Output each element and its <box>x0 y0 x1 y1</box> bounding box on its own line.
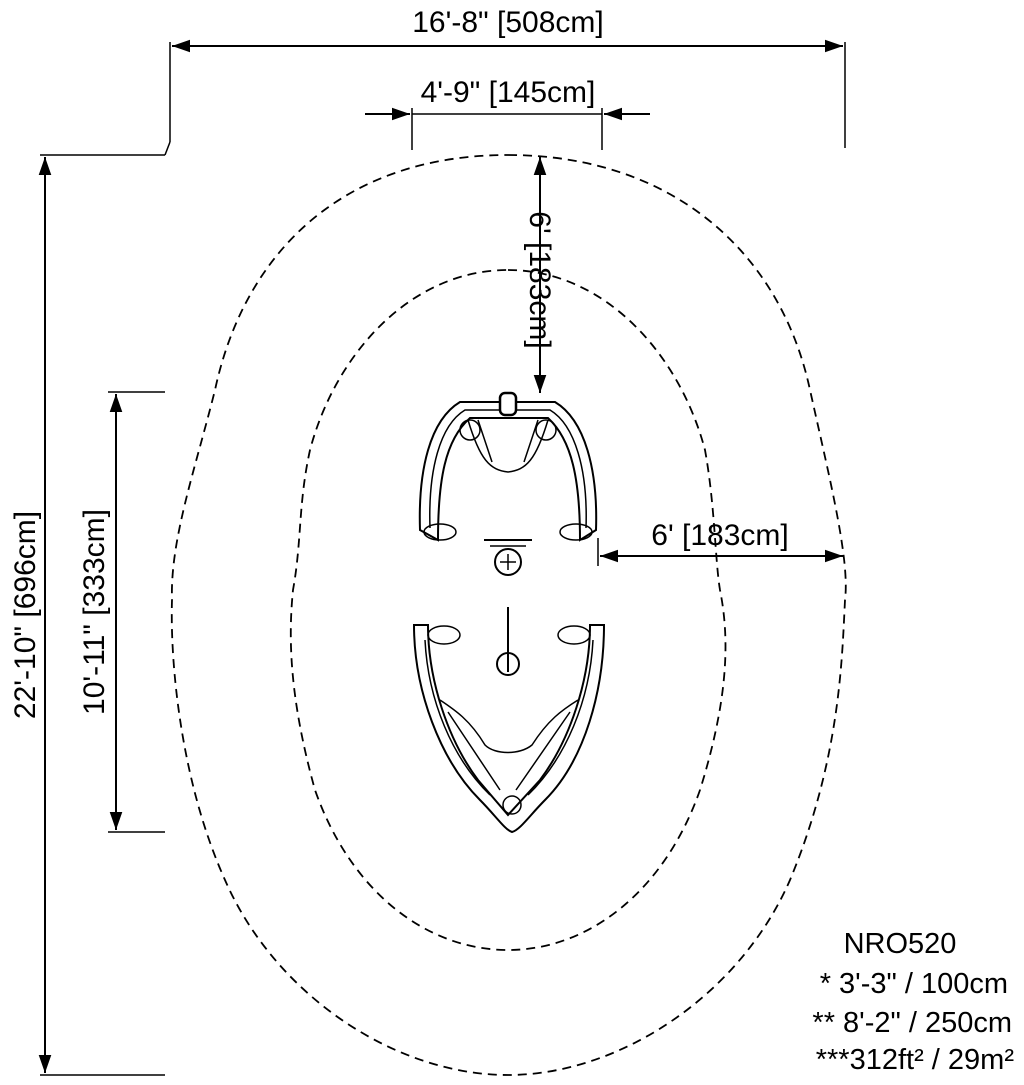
overall-width-dimension: 16'-8" [508cm] <box>40 6 846 156</box>
inner-width-label: 4'-9" [145cm] <box>421 76 596 109</box>
rear-seat-frame <box>418 391 598 542</box>
side-clearance-label: 6' [183cm] <box>651 519 788 552</box>
steering-wheel <box>484 539 532 576</box>
equipment-length-label: 10'-11" [333cm] <box>78 509 111 715</box>
overall-width-label: 16'-8" [508cm] <box>412 6 603 39</box>
side-clearance-dimension: 6' [183cm] <box>597 519 843 566</box>
top-clearance-label: 6' [183cm] <box>523 211 556 348</box>
outer-safety-zone <box>170 154 847 1076</box>
front-boat-frame <box>412 607 606 834</box>
overall-length-label: 22'-10" [696cm] <box>9 511 42 719</box>
model-number: NRO520 <box>844 928 957 960</box>
note-line-3: ***312ft² / 29m² <box>816 1044 1015 1076</box>
overall-length-dimension: 22'-10" [696cm] <box>9 157 165 1076</box>
notes-block: NRO520 * 3'-3" / 100cm ** 8'-2" / 250cm … <box>812 928 1014 1076</box>
inner-width-dimension: 4'-9" [145cm] <box>365 76 650 150</box>
equipment-length-dimension: 10'-11" [333cm] <box>78 391 165 833</box>
note-line-2: ** 8'-2" / 250cm <box>812 1007 1012 1039</box>
note-line-1: * 3'-3" / 100cm <box>820 968 1008 1000</box>
inner-use-zone <box>289 269 727 951</box>
top-clearance-dimension: 6' [183cm] <box>523 157 556 393</box>
